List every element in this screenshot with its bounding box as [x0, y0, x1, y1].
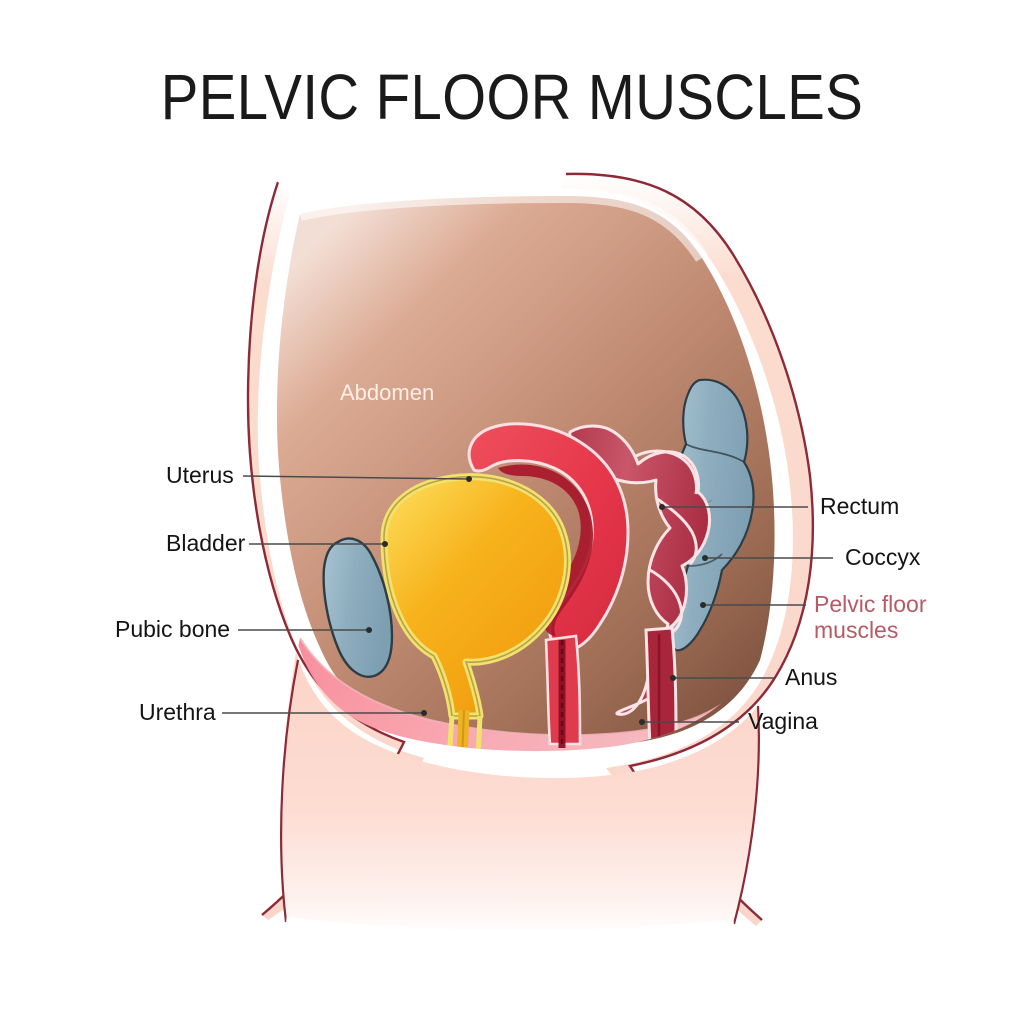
dot-coccyx: [702, 555, 708, 561]
abdomen-top-fade: [298, 188, 708, 262]
label-pelvic-floor-line2: muscles: [814, 616, 899, 643]
rectum-shape: [568, 424, 712, 746]
label-pelvic-floor-line1: Pelvic floor: [814, 591, 927, 617]
label-urethra: Urethra: [139, 699, 216, 725]
anal-canal: [644, 626, 678, 746]
dot-pelvic-floor: [700, 602, 706, 608]
rectum-lobe-1: [635, 449, 698, 495]
urethra-walls: [446, 715, 483, 752]
label-coccyx: Coccyx: [845, 544, 921, 570]
thigh-region: [280, 652, 760, 941]
uterus-shape: [467, 422, 630, 748]
thigh-outline-left: [280, 659, 300, 923]
dot-uterus: [466, 476, 472, 482]
dot-urethra: [421, 710, 427, 716]
label-bladder: Bladder: [166, 530, 246, 556]
torso-skin-band: [248, 182, 424, 920]
coccyx-segment-line-2: [687, 553, 723, 567]
label-pubic-bone: Pubic bone: [115, 616, 231, 642]
dot-bladder: [382, 541, 388, 547]
pelvic-band-edge-top: [299, 637, 763, 737]
thigh-bottom-fade: [285, 917, 735, 941]
label-pelvic-floor-muscles: Pelvic floor muscles: [814, 591, 927, 644]
label-anus: Anus: [785, 664, 838, 690]
label-uterus: Uterus: [166, 462, 234, 488]
leader-line-uterus: [242, 475, 470, 480]
bladder-shape: [380, 473, 571, 752]
dot-rectum: [659, 504, 665, 510]
pubic-bone: [322, 537, 394, 678]
dot-anus: [670, 675, 676, 681]
bladder-outline: [383, 475, 569, 717]
pubic-bone-shape: [322, 537, 394, 678]
thigh-outline-right: [732, 705, 760, 925]
dot-vagina: [639, 719, 645, 725]
dot-pubic-bone: [366, 627, 372, 633]
label-rectum: Rectum: [820, 493, 900, 519]
page-title: PELVIC FLOOR MUSCLES: [160, 61, 864, 133]
coccyx-segment-line-1: [685, 443, 745, 463]
urethra-lumen: [461, 709, 465, 752]
label-vagina: Vagina: [748, 708, 818, 734]
uterine-cavity: [498, 464, 594, 636]
torso-top-fade: [278, 173, 566, 196]
leader-lines: [222, 475, 833, 723]
rectum-lobe-3: [649, 568, 684, 636]
thigh-fill: [281, 652, 759, 936]
leader-dots: [366, 476, 708, 725]
label-abdomen: Abdomen: [340, 380, 435, 405]
